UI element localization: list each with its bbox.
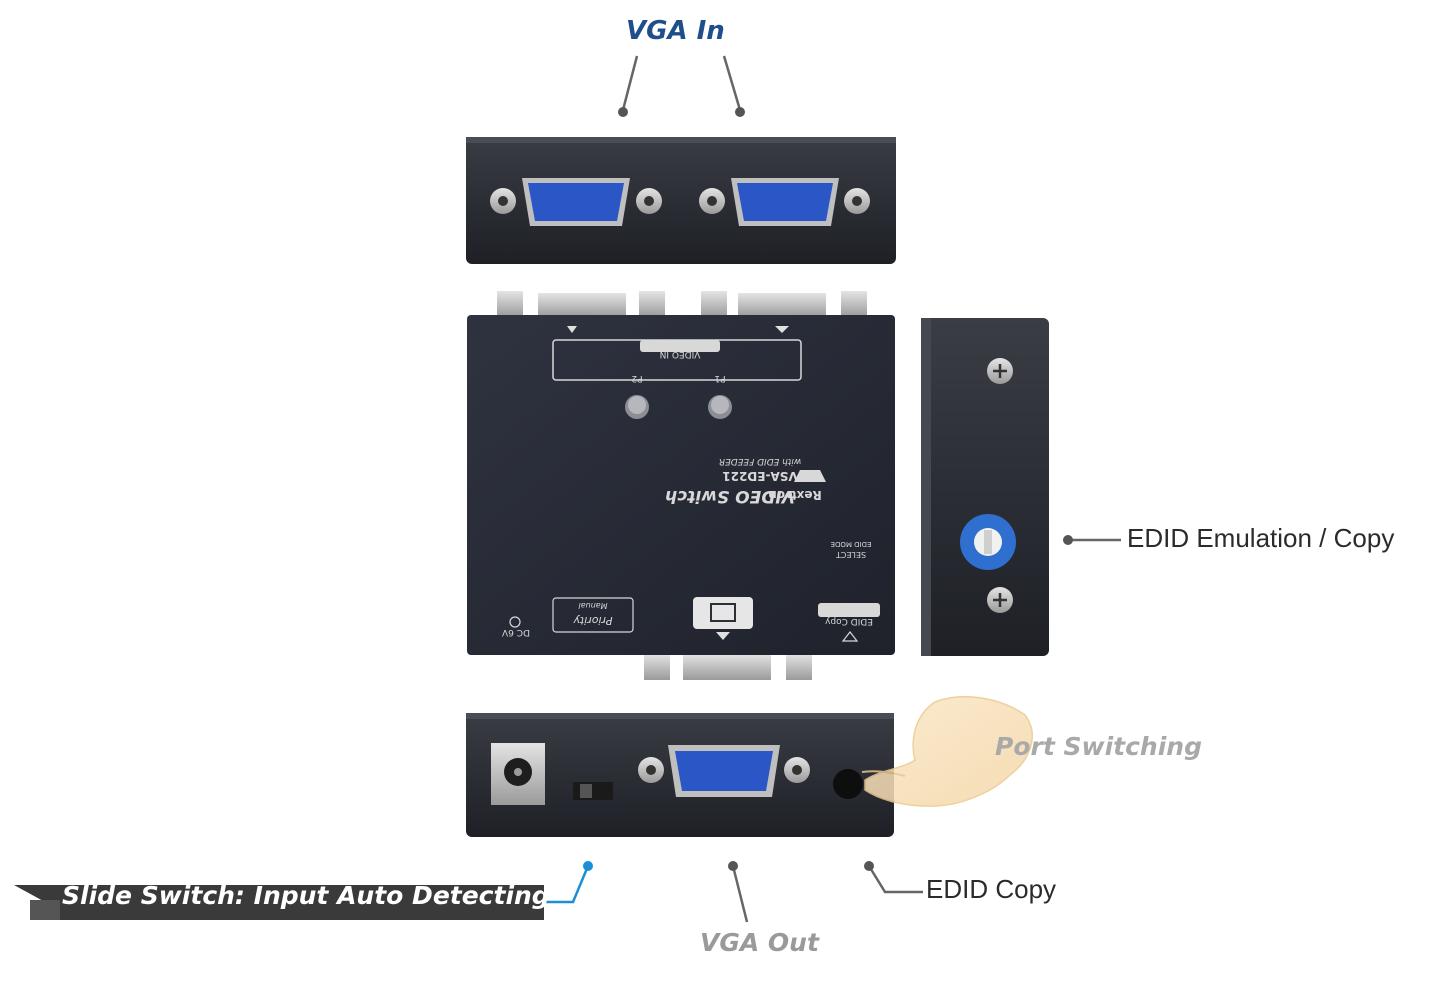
edid-emulation-label: EDID Emulation / Copy [1127, 523, 1395, 553]
slide-switch[interactable] [573, 782, 613, 800]
callout-lines [621, 55, 1121, 923]
slide-switch-banner [14, 885, 544, 920]
vga-in-panel [466, 137, 896, 264]
slide-switch-label: Slide Switch: Input Auto Detecting [62, 881, 550, 910]
vga-out-label: VGA Out [700, 928, 819, 957]
hand-illustration [861, 695, 1033, 807]
panel-feature-text: with EDID FEEDER [719, 456, 801, 466]
port-switching-label: Port Switching [995, 732, 1202, 761]
panel-edid-copy-text: EDID Copy [824, 616, 873, 626]
panel-brand-text: Rextron [768, 488, 822, 502]
device-side-view [921, 318, 1049, 656]
vga-out-panel [466, 713, 894, 837]
panel-manual-text: Manual [578, 601, 608, 610]
panel-dc-text: DC 6V [501, 627, 530, 637]
dc-power-jack [491, 743, 545, 805]
panel-port-select-text: Port Select [824, 604, 873, 614]
vga-in-label: VGA In [626, 16, 725, 46]
edid-copy-label: EDID Copy [926, 874, 1057, 904]
slide-switch-callout [540, 861, 593, 904]
panel-priority-text: Priority [573, 614, 613, 627]
edid-copy-button[interactable] [833, 769, 863, 799]
callout-dots [618, 107, 1073, 871]
vga-out-port [638, 745, 810, 797]
panel-video-in-text: VIDEO IN [660, 349, 701, 359]
panel-p1-text: P1 [714, 373, 725, 383]
vga-in-port-1 [490, 178, 662, 226]
panel-select-text: SELECT [836, 550, 866, 559]
edid-dial[interactable] [960, 514, 1016, 570]
panel-p2-text: P2 [631, 373, 642, 383]
panel-edid-mode-text: EDID MODE [831, 540, 872, 548]
device-top-view: VIDEO IN P2 P1 VIDEO Switch VSA-ED221 wi… [467, 291, 895, 680]
panel-product-line-text: VIDEO Switch [665, 486, 795, 506]
vga-in-port-2 [699, 178, 870, 226]
panel-model-text: VSA-ED221 [722, 469, 797, 483]
